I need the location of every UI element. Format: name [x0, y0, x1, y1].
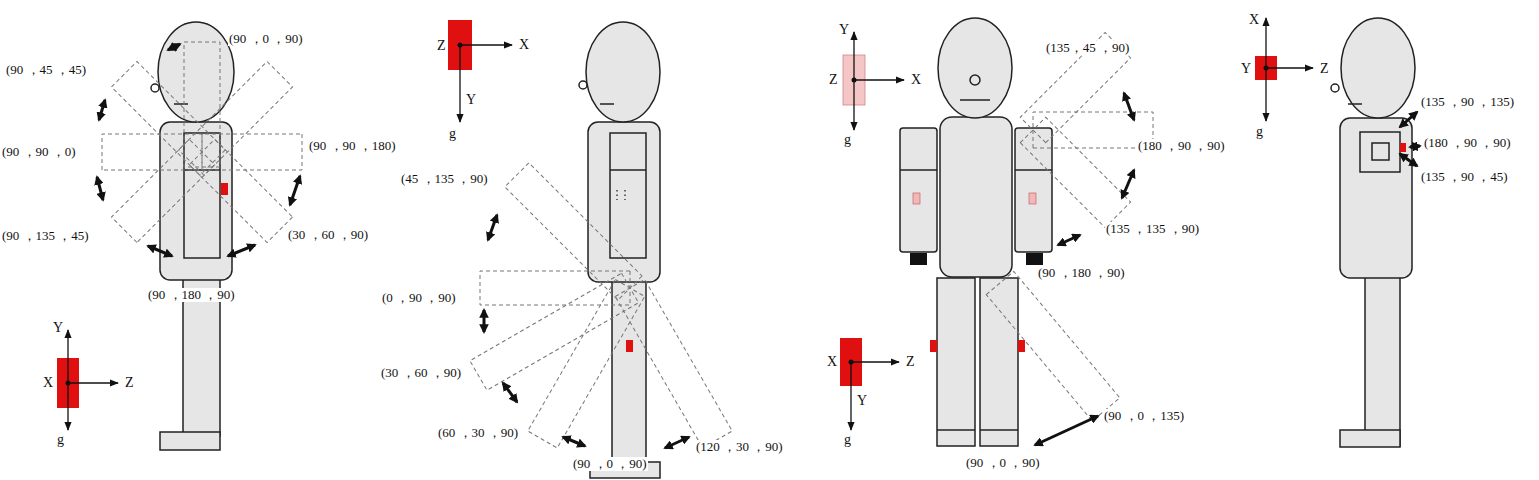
angle-label: (90 ，180 ，90): [147, 288, 236, 302]
axis-label: Z: [905, 354, 916, 369]
angle-label: (90 ，90 ，180): [308, 139, 397, 153]
axis-label: g: [56, 432, 65, 447]
axis-label: Y: [52, 320, 64, 335]
angle-label: (135 ，90 ，135): [1420, 95, 1515, 109]
axis-label: g: [843, 132, 852, 147]
axis-label: X: [910, 72, 922, 87]
axis-label: X: [518, 37, 530, 52]
axis-label: g: [843, 432, 852, 447]
angle-label: (90 ，180 ，90): [1037, 266, 1126, 280]
angle-label: (90 ，0 ，90): [228, 32, 304, 46]
axis-label: Y: [856, 393, 868, 408]
angle-label: (135 ，135 ，90): [1105, 222, 1200, 236]
angle-label: (60 ，30 ，90): [437, 426, 519, 440]
axis-label: g: [448, 126, 457, 141]
angle-label: (90 ，0 ，90): [965, 456, 1041, 470]
angle-label: (30 ，60 ，90): [380, 366, 462, 380]
axis-label: Y: [465, 92, 477, 107]
angle-label: (45 ，135 ，90): [400, 172, 489, 186]
axis-label: Z: [124, 375, 135, 390]
axis-label: Z: [436, 38, 447, 53]
angle-label: (120 ，30 ，90): [695, 440, 784, 454]
axis-label: Y: [1240, 61, 1252, 76]
axis-label: Y: [838, 22, 850, 37]
angle-label: (30 ，60 ，90): [287, 228, 369, 242]
angle-label: (180 ，90 ，90): [1137, 139, 1226, 153]
angle-label: (90 ，90 ，0): [1, 145, 77, 159]
axis-label: X: [1248, 12, 1260, 27]
axis-label: Z: [1319, 61, 1330, 76]
angle-label: (0 ，90 ，90): [381, 291, 457, 305]
axis-label: X: [42, 375, 54, 390]
angle-label: (135，45 ，90): [1045, 41, 1130, 55]
angle-label: (90 ，0 ，90): [572, 457, 648, 471]
angle-label: (90 ，135 ，45): [1, 229, 90, 243]
axis-label: Z: [828, 72, 839, 87]
angle-label: (90 ，0 ，135): [1103, 409, 1185, 423]
axis-label: g: [1255, 124, 1264, 139]
angle-label: (180 ，90 ，90): [1423, 136, 1512, 150]
angle-label: (90 ，45 ，45): [5, 63, 87, 77]
axis-label: X: [826, 354, 838, 369]
angle-label: (135 ，90 ，45): [1420, 170, 1509, 184]
